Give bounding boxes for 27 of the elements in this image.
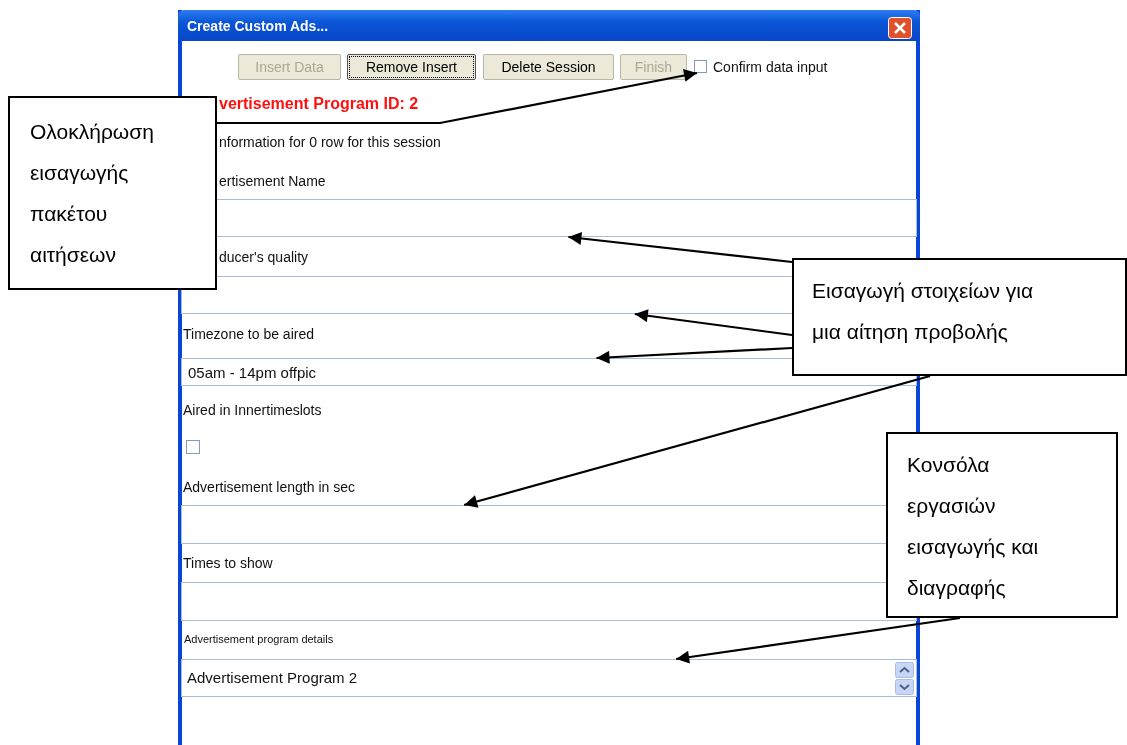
field-label: Advertisement length in sec <box>183 479 355 495</box>
callout-box: Κονσόλα εργασιών εισαγωγής και διαγραφής <box>886 432 1118 618</box>
field-label: nformation for 0 row for this session <box>219 134 441 150</box>
arrow <box>596 346 793 364</box>
arrow <box>634 309 793 337</box>
field-label: Confirm data input <box>713 59 828 75</box>
field-label: Advertisement program details <box>184 632 334 647</box>
callout-box: Εισαγωγή στοιχείων για μια αίτηση προβολής <box>792 258 1127 376</box>
checkbox <box>694 60 707 73</box>
button: Delete Session <box>483 54 614 80</box>
disabled-button: Finish <box>620 54 687 80</box>
field-label: ertisement Name <box>219 173 326 189</box>
callout-box: Ολοκλήρωση εισαγωγής πακέτου αιτήσεων <box>8 96 217 290</box>
disabled-button: Insert Data <box>238 54 341 80</box>
field-label: Times to show <box>183 555 273 571</box>
checkbox <box>186 440 200 454</box>
arrow <box>463 374 931 508</box>
field-label: Aired in Innertimeslots <box>183 402 322 418</box>
field-label: Timezone to be aired <box>183 326 314 342</box>
window-title: Create Custom Ads... <box>187 17 329 35</box>
field-label: ducer's quality <box>219 249 309 265</box>
arrow <box>676 616 961 664</box>
text-area-field: Advertisement Program 2 <box>181 659 917 697</box>
arrow <box>217 69 698 125</box>
heading: vertisement Program ID: 2 <box>219 94 419 114</box>
arrow <box>568 232 793 264</box>
button: Remove Insert <box>347 54 476 80</box>
